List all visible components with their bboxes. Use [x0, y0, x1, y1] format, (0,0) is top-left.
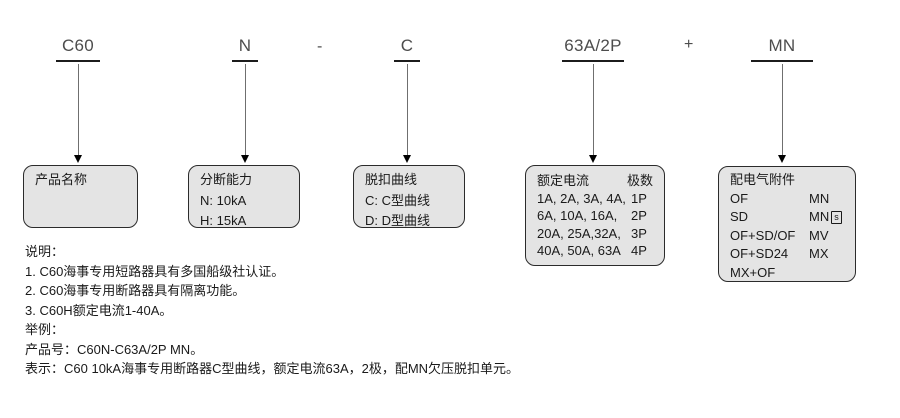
model-part-label: MN	[768, 36, 796, 55]
trip-curve-box: 脱扣曲线 C: C型曲线 D: D型曲线	[353, 165, 465, 228]
down-arrow	[73, 64, 83, 163]
box-line: D: D型曲线	[365, 213, 431, 228]
unit-cell: MX	[809, 245, 829, 264]
unit-cell: MV	[809, 227, 829, 246]
arrow-stem	[406, 64, 408, 156]
table-row: 20A, 25A,32A, 3P	[537, 225, 653, 243]
arrow-head-icon	[240, 155, 249, 163]
part-underline	[751, 60, 813, 62]
rated-current-box: 额定电流 极数 1A, 2A, 3A, 4A, 1P 6A, 10A, 16A,…	[525, 165, 665, 266]
unit-cell: MN	[809, 190, 829, 209]
poles-cell: 4P	[631, 243, 647, 259]
unit-badge: s	[831, 211, 842, 225]
currents-cell: 1A, 2A, 3A, 4A,	[537, 190, 626, 206]
combo-cell: OF	[730, 190, 749, 206]
table-row: MX+OF	[730, 264, 844, 283]
box-title: 配电气附件	[730, 172, 796, 187]
notes-section: 说明： 1. C60海事专用短路器具有多国船级社认证。 2. C60海事专用断路…	[25, 242, 519, 379]
table-header: 额定电流 极数	[537, 172, 653, 190]
table-row: OF MN	[730, 190, 844, 209]
down-arrow	[240, 64, 250, 163]
model-part-label: C60	[61, 36, 95, 55]
note-line: 3. C60H额定电流1-40A。	[25, 302, 173, 318]
example-meaning-line: 表示：C60 10kA海事专用断路器C型曲线，额定电流63A，2极，配MN欠压脱…	[25, 361, 520, 376]
part-underline	[562, 60, 624, 62]
arrow-head-icon	[73, 155, 82, 163]
note-line: 2. C60海事专用断路器具有隔离功能。	[25, 283, 246, 298]
arrow-head-icon	[402, 155, 411, 163]
part-underline	[394, 60, 420, 62]
down-arrow	[588, 64, 598, 163]
down-arrow	[777, 64, 787, 163]
table-row: OF+SD/OF MV	[730, 227, 844, 246]
unit-label: MX	[809, 246, 829, 262]
arrow-stem	[592, 64, 594, 156]
model-part-c60: C60	[56, 34, 100, 163]
table-row: 1A, 2A, 3A, 4A, 1P	[537, 190, 653, 208]
combo-cell: SD	[730, 209, 749, 225]
example-product-line: 产品号：C60N-C63A/2P MN。	[25, 341, 204, 357]
column-header-current: 额定电流	[537, 173, 590, 188]
model-part-n: N	[232, 34, 258, 163]
unit-label: MN	[809, 190, 830, 206]
model-part-63a-2p: 63A/2P	[562, 34, 624, 163]
column-header-poles: 极数	[626, 173, 653, 188]
combo-cell: OF+SD/OF	[730, 227, 796, 243]
part-underline	[232, 60, 258, 62]
model-part-mn: MN	[751, 34, 813, 163]
arrow-head-icon	[777, 155, 786, 163]
separator-plus: +	[684, 36, 694, 53]
poles-cell: 1P	[631, 190, 647, 206]
arrow-stem	[77, 64, 79, 156]
poles-cell: 2P	[631, 208, 647, 224]
box-title: 产品名称	[35, 172, 88, 187]
model-part-label: 63A/2P	[564, 36, 622, 55]
notes-title: 说明：	[25, 244, 65, 259]
model-part-c: C	[394, 34, 420, 163]
breaking-capacity-box: 分断能力 N: 10kA H: 15kA	[188, 165, 300, 228]
combo-cell: OF+SD24	[730, 246, 789, 262]
table-row: OF+SD24 MX	[730, 245, 844, 264]
box-line: H: 15kA	[200, 213, 247, 228]
currents-cell: 20A, 25A,32A,	[537, 225, 621, 241]
unit-label: MN	[809, 209, 830, 225]
arrow-head-icon	[588, 155, 597, 163]
table-row: 40A, 50A, 63A 4P	[537, 242, 653, 260]
box-title: 分断能力	[200, 172, 253, 187]
table-row: 6A, 10A, 16A, 2P	[537, 207, 653, 225]
separator-dash: -	[317, 38, 323, 55]
box-line: N: 10kA	[200, 192, 247, 208]
poles-cell: 3P	[631, 225, 647, 241]
currents-cell: 6A, 10A, 16A,	[537, 208, 618, 224]
model-part-label: C	[400, 36, 414, 55]
combo-cell: MX+OF	[730, 264, 776, 280]
note-line: 1. C60海事专用短路器具有多国船级社认证。	[25, 263, 285, 279]
box-title: 脱扣曲线	[365, 172, 418, 187]
currents-cell: 40A, 50A, 63A	[537, 243, 621, 259]
part-underline	[56, 60, 100, 62]
example-title: 举例：	[25, 322, 65, 337]
model-part-label: N	[238, 36, 252, 55]
box-line: C: C型曲线	[365, 192, 431, 208]
unit-label: MV	[809, 227, 829, 243]
down-arrow	[402, 64, 412, 163]
arrow-stem	[781, 64, 783, 156]
arrow-stem	[244, 64, 246, 156]
product-name-box: 产品名称	[23, 165, 138, 228]
